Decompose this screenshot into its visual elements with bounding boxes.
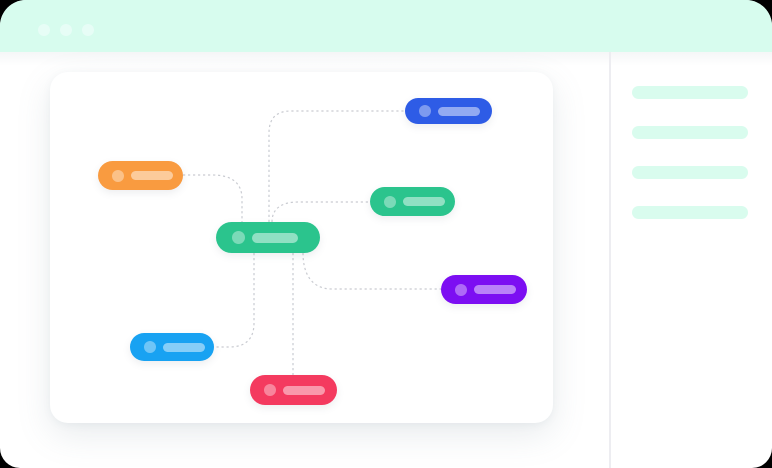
node-text-placeholder [474,285,516,294]
mindmap-node-cyan[interactable] [130,333,214,361]
vertical-divider [609,52,611,468]
window-control-dot-2[interactable] [60,24,72,36]
sidebar-placeholder-line-4 [632,206,748,219]
titlebar-shadow [0,52,772,66]
node-text-placeholder [252,232,298,243]
mindmap-node-purple[interactable] [441,275,527,304]
window-control-dot-1[interactable] [38,24,50,36]
sidebar-panel [632,86,748,246]
mindmap-node-blue[interactable] [405,98,492,124]
node-bullet-icon [112,169,124,182]
node-text-placeholder [131,171,173,180]
sidebar-placeholder-line-3 [632,166,748,179]
node-bullet-icon [419,105,431,117]
node-bullet-icon [144,341,156,353]
mindmap-node-red[interactable] [250,375,337,405]
node-text-placeholder [163,342,205,352]
node-text-placeholder [438,106,480,116]
node-bullet-icon [384,195,396,208]
mindmap-node-green[interactable] [370,187,455,216]
mindmap-node-root[interactable] [216,222,320,253]
sidebar-placeholder-line-2 [632,126,748,139]
window-control-dot-3[interactable] [82,24,94,36]
node-text-placeholder [283,385,325,395]
node-bullet-icon [264,384,276,396]
node-bullet-icon [232,231,245,244]
node-bullet-icon [455,283,467,296]
node-text-placeholder [403,197,445,206]
mindmap-node-orange[interactable] [98,161,183,190]
window-titlebar [0,0,772,52]
sidebar-placeholder-line-1 [632,86,748,99]
